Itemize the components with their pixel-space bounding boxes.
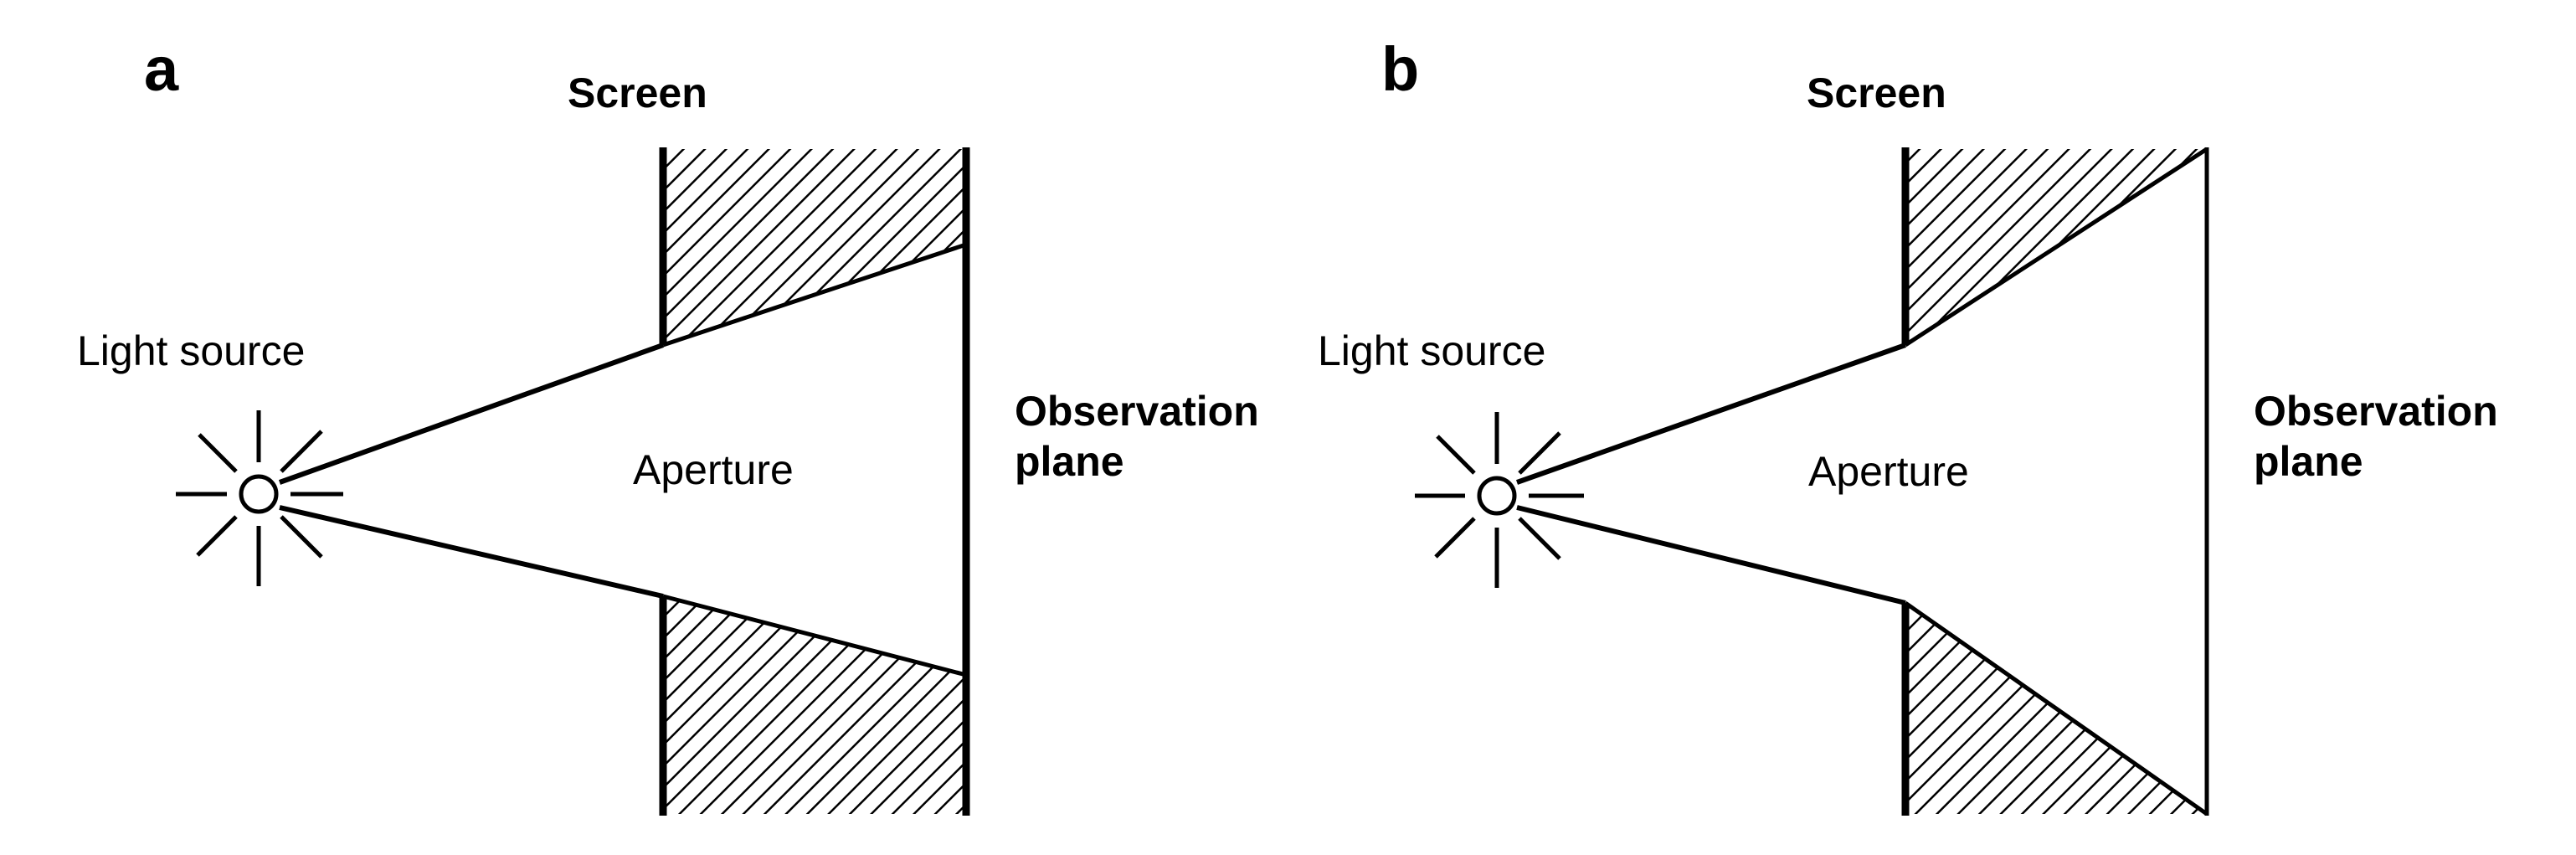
panel-a-light-source-icon <box>176 410 343 586</box>
panel-b-ray-lower-boundary <box>1904 600 2208 816</box>
panel-b-observation-label-line2: plane <box>2254 438 2363 485</box>
panel-a-screen-hatch-top <box>663 149 966 345</box>
panel-b: b Screen Light source Aperture Obse <box>1318 34 2498 816</box>
panel-b-letter: b <box>1381 34 1419 104</box>
panel-b-light-source-icon <box>1415 412 1584 588</box>
panel-a-screen-hatch-bottom <box>663 596 966 814</box>
panel-b-ray-upper-boundary <box>1904 147 2208 348</box>
panel-a-observation-label-line1: Observation <box>1015 388 1259 435</box>
panel-b-ray-lower <box>1516 505 1906 605</box>
panel-a-observation-label-line2: plane <box>1015 438 1124 485</box>
panel-a-aperture-label: Aperture <box>633 446 794 493</box>
panel-b-light-source-label: Light source <box>1318 327 1545 374</box>
panel-b-observation-label-line1: Observation <box>2254 388 2498 435</box>
panel-a-ray-upper <box>278 343 665 485</box>
panel-a-screen-label: Screen <box>568 70 707 116</box>
panel-a-letter: a <box>144 34 179 104</box>
panel-a-ray-lower-boundary <box>662 594 967 677</box>
panel-b-screen-label: Screen <box>1807 70 1946 116</box>
panel-a-ray-upper-boundary <box>662 242 967 348</box>
panel-a-light-source-label: Light source <box>77 327 305 374</box>
panel-b-ray-upper <box>1516 343 1906 485</box>
panel-b-aperture-label: Aperture <box>1808 448 1969 495</box>
panel-a-ray-lower <box>279 505 664 599</box>
panel-a: a Screen Light source Aperture Obse <box>77 34 1259 816</box>
